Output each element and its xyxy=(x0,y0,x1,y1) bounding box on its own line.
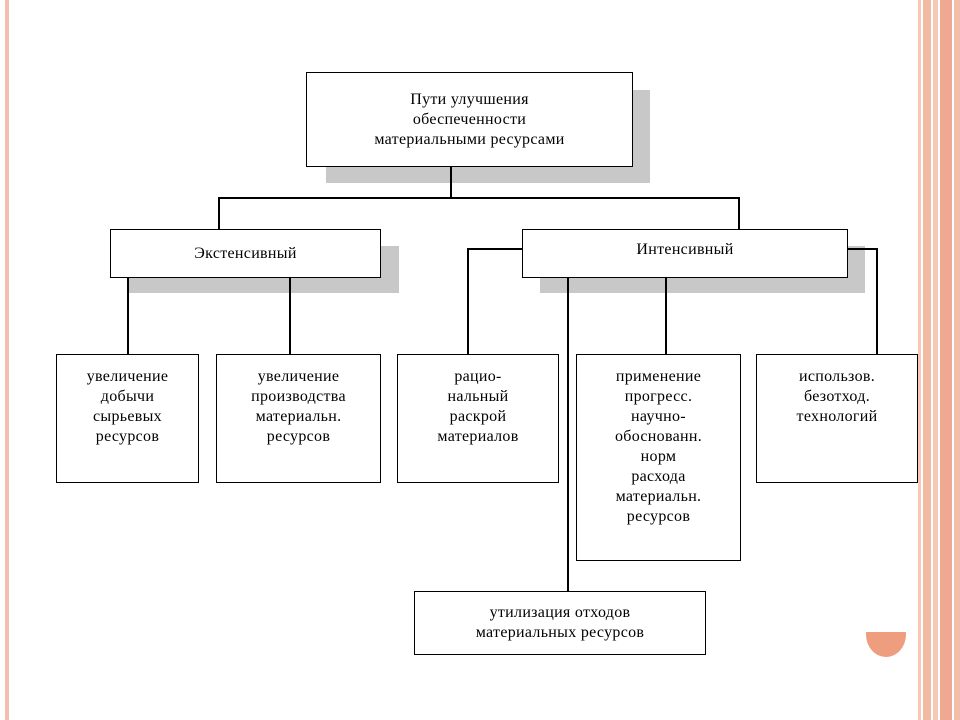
connector-line xyxy=(467,248,469,355)
branch-node-label: Экстенсивный xyxy=(194,244,297,262)
connector-line xyxy=(738,197,740,231)
leaf-node: рацио- нальный раскрой материалов xyxy=(397,354,559,483)
slide-right-stripe xyxy=(940,0,952,720)
leaf-node-label: рацио- нальный раскрой материалов xyxy=(437,368,519,445)
connector-line xyxy=(450,166,452,198)
branch-node-intensive: Интенсивный xyxy=(522,229,848,278)
branch-node-label: Интенсивный xyxy=(636,241,734,258)
slide-left-border xyxy=(5,0,9,720)
leaf-node-label: увеличение добычи сырьевых ресурсов xyxy=(86,368,169,445)
connector-line xyxy=(467,248,524,250)
connector-line xyxy=(876,248,878,355)
leaf-node-label: использов. безотход. технологий xyxy=(796,368,878,425)
slide-right-stripe xyxy=(954,0,960,720)
slide-right-stripe xyxy=(923,0,931,720)
connector-line xyxy=(218,197,220,231)
connector-line xyxy=(665,277,667,355)
leaf-node: увеличение добычи сырьевых ресурсов xyxy=(56,354,199,483)
branch-node-extensive: Экстенсивный xyxy=(110,229,381,278)
leaf-node-label: увеличение производства материальн. ресу… xyxy=(251,368,346,445)
root-node-label: Пути улучшения обеспеченности материальн… xyxy=(374,90,565,148)
leaf-node: утилизация отходов материальных ресурсов xyxy=(414,591,706,655)
connector-line xyxy=(567,277,569,592)
leaf-node: увеличение производства материальн. ресу… xyxy=(216,354,381,483)
root-node: Пути улучшения обеспеченности материальн… xyxy=(306,72,633,167)
leaf-node: использов. безотход. технологий xyxy=(756,354,918,483)
connector-line xyxy=(846,248,878,250)
slide-right-stripe xyxy=(918,0,921,720)
slide-right-stripe xyxy=(933,0,938,720)
leaf-node-label: утилизация отходов материальных ресурсов xyxy=(475,604,645,641)
leaf-node-label: применение прогресс. научно- обоснованн.… xyxy=(614,368,703,525)
connector-line xyxy=(127,277,129,355)
connector-line xyxy=(289,277,291,355)
leaf-node: применение прогресс. научно- обоснованн.… xyxy=(576,354,741,561)
connector-line xyxy=(218,197,740,199)
